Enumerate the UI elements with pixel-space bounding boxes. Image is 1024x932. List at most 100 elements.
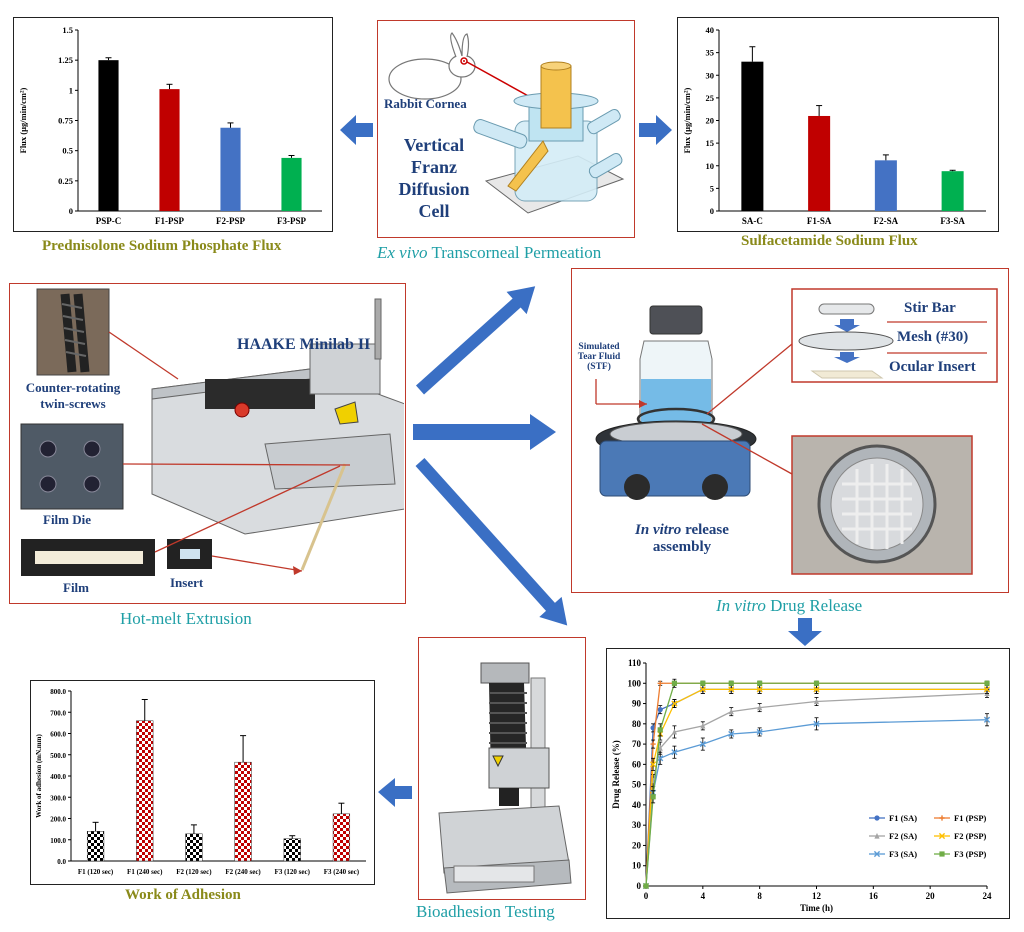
x-tick-label: F3-PSP <box>277 216 306 226</box>
data-point <box>650 794 656 800</box>
y-tick-label: 0 <box>637 881 642 891</box>
bar <box>874 160 897 211</box>
x-tick-label: F3 (240 sec) <box>324 868 360 876</box>
series-f3-sa- <box>642 713 991 890</box>
y-tick-label: 0.5 <box>62 146 73 156</box>
data-point <box>813 698 820 705</box>
texture-analyzer-icon <box>438 662 572 894</box>
bar <box>234 761 252 862</box>
x-tick-label: F1 (120 sec) <box>78 868 114 876</box>
legend-label: F2 (PSP) <box>954 831 987 841</box>
data-point <box>657 680 663 686</box>
assembly-line2: assembly <box>652 539 712 555</box>
drug-release-caption: In vitro Drug Release <box>716 596 862 616</box>
data-point <box>728 730 735 738</box>
y-tick-label: 1 <box>69 85 73 95</box>
data-point <box>700 722 706 729</box>
data-point <box>728 680 734 686</box>
arrow-right-top-icon <box>639 115 672 145</box>
bar <box>136 720 154 862</box>
franz-cell-panel: Rabbit Cornea Vertical Franz Diffusion C… <box>377 20 635 238</box>
y-axis-label: Work of adhesion (mN.mm) <box>35 734 43 818</box>
y-tick-label: 600.0 <box>50 731 66 739</box>
y-tick-label: 10 <box>706 161 715 171</box>
y-tick-label: 35 <box>706 48 715 58</box>
data-point <box>657 707 663 713</box>
sa-flux-caption: Sulfacetamide Sodium Flux <box>741 233 918 249</box>
psp-flux-caption: Prednisolone Sodium Phosphate Flux <box>42 238 282 254</box>
stir-bar-icon <box>818 303 875 315</box>
transcorneal-caption: Ex vivo Transcorneal Permeation <box>377 243 601 263</box>
franz-cell-icon <box>473 61 625 214</box>
drug-release-italic: In vitro <box>716 596 766 615</box>
y-tick-label: 90 <box>632 699 642 709</box>
series-f1-sa- <box>643 684 990 889</box>
transcorneal-text: Transcorneal Permeation <box>431 243 602 262</box>
franz-title-line3: Diffusion <box>398 179 470 199</box>
mesh-label: Mesh (#30) <box>897 329 969 345</box>
y-tick-label: 100.0 <box>50 837 66 845</box>
y-tick-label: 20 <box>632 840 642 850</box>
series-f2-psp- <box>642 684 991 890</box>
insert-label: Insert <box>170 575 204 590</box>
y-axis-label: Drug Release (%) <box>611 740 621 808</box>
stf-label: Simulated Tear Fluid (STF) <box>577 342 621 372</box>
arrow-down-right-icon <box>415 457 568 626</box>
bar <box>220 127 241 211</box>
y-tick-label: 10 <box>632 861 642 871</box>
stir-bar-label: Stir Bar <box>904 300 956 316</box>
x-tick-label: 24 <box>983 891 993 901</box>
data-point <box>728 686 735 693</box>
film-die-photo <box>20 423 124 510</box>
x-tick-label: F2 (120 sec) <box>176 868 212 876</box>
y-tick-label: 15 <box>706 138 715 148</box>
legend-label: F3 (PSP) <box>954 849 987 859</box>
data-point <box>671 749 678 756</box>
arrow-down-icon <box>788 618 822 646</box>
work-adhesion-chart: 0.0100.0200.0300.0400.0500.0600.0700.080… <box>35 688 366 876</box>
bioadhesion-caption: Bioadhesion Testing <box>416 902 555 921</box>
rabbit-cornea-label: Rabbit Cornea <box>384 96 467 111</box>
legend-entry: F1 (PSP) <box>934 813 987 823</box>
y-tick-label: 110 <box>628 658 642 668</box>
data-point <box>757 680 763 686</box>
bar <box>98 60 119 211</box>
data-point <box>939 815 945 821</box>
data-point <box>728 708 734 715</box>
legend-label: F2 (SA) <box>889 831 917 841</box>
data-point <box>813 686 820 693</box>
y-tick-label: 25 <box>706 93 715 103</box>
y-tick-label: 1.5 <box>62 25 73 35</box>
texture-analyzer-illustration <box>438 662 572 894</box>
hme-panel: HAAKE Minilab II Counter-rotating twin-s… <box>9 283 406 604</box>
y-tick-label: 80 <box>632 719 642 729</box>
legend-label: F1 (SA) <box>889 813 917 823</box>
x-tick-label: F1 (240 sec) <box>127 868 163 876</box>
hme-caption: Hot-melt Extrusion <box>120 609 252 628</box>
arrow-right-mid-icon <box>413 414 556 450</box>
data-point <box>983 686 991 693</box>
arrow-left-top-icon <box>340 115 373 145</box>
data-point <box>643 883 649 889</box>
bar <box>332 813 351 862</box>
y-tick-label: 0.75 <box>58 116 73 126</box>
film-die-label: Film Die <box>43 512 92 527</box>
work-adhesion-caption: Work of Adhesion <box>125 887 241 903</box>
data-point <box>874 815 880 821</box>
series-f3-psp- <box>643 678 990 889</box>
data-point <box>657 755 664 762</box>
data-point <box>650 741 656 747</box>
y-tick-label: 0.25 <box>58 176 73 186</box>
data-point <box>756 728 763 736</box>
x-tick-label: F3 (120 sec) <box>275 868 311 876</box>
data-point <box>650 761 657 768</box>
arrow-up-right-icon <box>415 286 536 395</box>
film-label: Film <box>63 580 89 595</box>
franz-title-line4: Cell <box>418 201 450 221</box>
y-tick-label: 50 <box>632 780 642 790</box>
x-tick-label: SA-C <box>742 216 763 226</box>
